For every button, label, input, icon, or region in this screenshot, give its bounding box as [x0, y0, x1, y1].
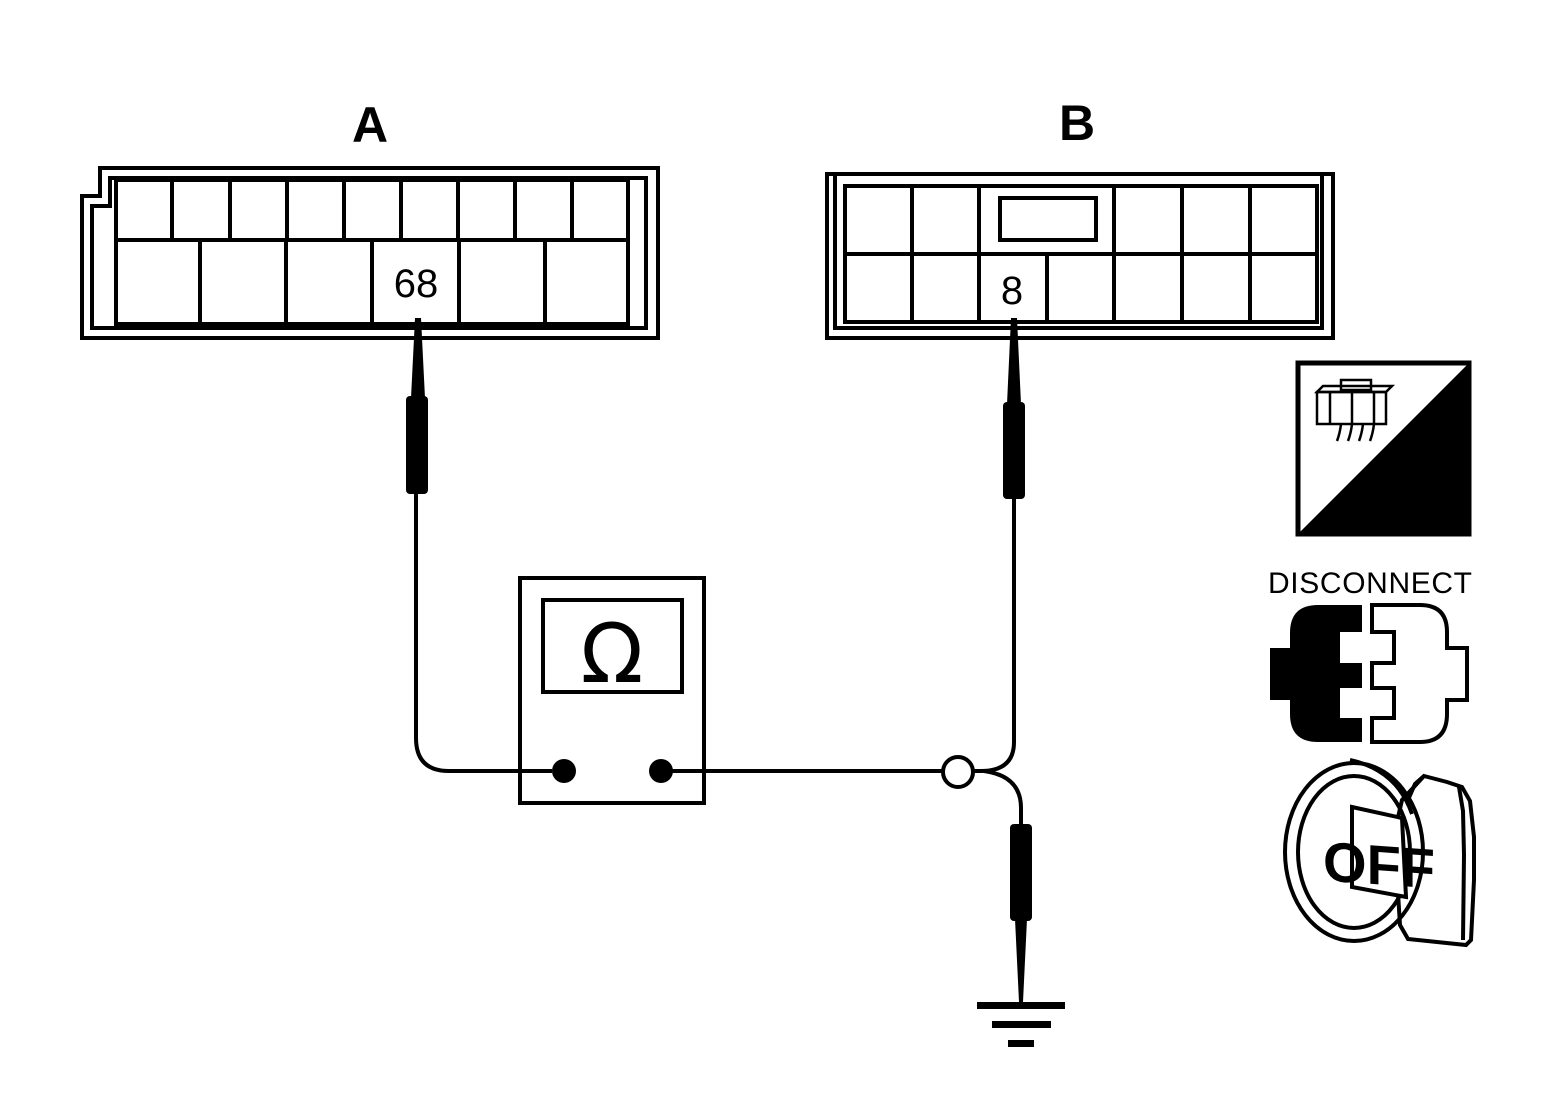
disconnect-label: DISCONNECT	[1268, 567, 1472, 600]
connector-b: B 8	[825, 95, 1335, 340]
probe-b	[1003, 318, 1025, 742]
meter-terminal-right	[649, 759, 673, 783]
connector-b-terminal-number: 8	[1001, 269, 1023, 313]
connector-b-cavities	[910, 186, 1252, 322]
connector-b-label: B	[1059, 95, 1095, 151]
harness-side-icon: H.S.	[1295, 360, 1472, 537]
disconnect-icon: DISCONNECT	[1268, 567, 1472, 744]
test-leads	[414, 737, 1023, 826]
connector-a-cavities	[170, 180, 574, 324]
connector-female-half	[1370, 603, 1469, 744]
ground-probe	[1010, 824, 1032, 1002]
ohm-symbol: Ω	[581, 607, 644, 702]
connector-male-half	[1270, 605, 1362, 742]
connector-a-terminal-number: 68	[394, 262, 439, 306]
ignition-key-off-icon: OFF	[1283, 758, 1476, 948]
ohmmeter-icon: Ω	[518, 576, 706, 805]
connector-a: A 68	[80, 97, 660, 340]
connector-pictogram-icon	[1313, 378, 1396, 442]
connector-a-label: A	[352, 97, 388, 153]
probe-a	[406, 318, 428, 738]
connector-b-housing	[825, 172, 1335, 340]
harness-side-label: H.S.	[1355, 476, 1460, 536]
meter-terminal-left	[552, 759, 576, 783]
lead-junction	[941, 755, 975, 789]
connector-a-housing	[80, 166, 660, 340]
ignition-off-label: OFF	[1323, 830, 1435, 901]
ground-icon	[977, 1002, 1065, 1047]
